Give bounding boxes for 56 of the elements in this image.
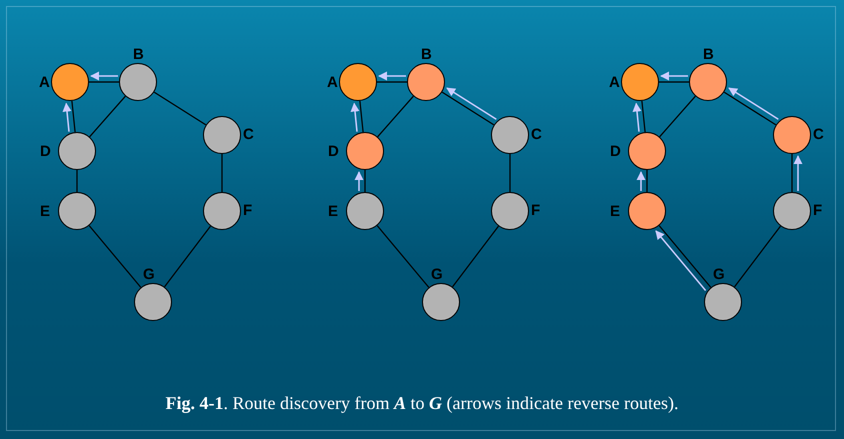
node-label: A [327, 75, 338, 91]
link-line [154, 92, 206, 126]
link-line [509, 154, 511, 192]
node-label: D [610, 144, 621, 160]
node-label: E [610, 204, 620, 220]
link-line [364, 170, 366, 192]
node-label: E [328, 204, 338, 220]
node-label: D [328, 144, 339, 160]
node-label: G [431, 267, 443, 283]
node-label: D [40, 144, 51, 160]
reverse-route-arrow [378, 72, 406, 80]
link-line [734, 226, 781, 288]
link-line [377, 81, 407, 83]
figure-caption: Fig. 4-1. Route discovery from A to G (arrows indicate reverse routes). [166, 393, 678, 414]
node-label: C [531, 127, 542, 143]
node-label: F [813, 203, 822, 219]
link-line [452, 226, 499, 288]
reverse-route-arrow [794, 155, 802, 191]
link-line [88, 225, 142, 288]
link-line [791, 154, 793, 192]
node-label: F [531, 203, 540, 219]
reverse-route-arrow [446, 87, 497, 120]
reverse-route-arrow [632, 102, 642, 132]
link-line [376, 225, 430, 288]
link-line [646, 170, 648, 192]
link-line [89, 81, 119, 83]
link-line [442, 92, 494, 126]
reverse-route-arrow [350, 102, 360, 132]
reverse-route-arrow [62, 102, 72, 132]
link-line [377, 96, 414, 138]
link-line [71, 100, 76, 132]
node-label: B [133, 47, 144, 63]
reverse-route-arrow [354, 171, 364, 191]
link-line [659, 81, 689, 83]
node-label: A [39, 75, 50, 91]
link-line [659, 96, 696, 138]
link-line [164, 226, 211, 288]
node-label: B [703, 47, 714, 63]
reverse-route-arrow [660, 72, 688, 80]
reverse-route-arrow [90, 72, 118, 80]
node-label: G [143, 267, 155, 283]
link-line [76, 170, 78, 192]
link-line [221, 154, 223, 192]
link-line [641, 100, 646, 132]
node-label: B [421, 47, 432, 63]
node-label: G [713, 267, 725, 283]
reverse-route-arrow [636, 171, 646, 191]
link-line [359, 100, 364, 132]
node-label: F [243, 203, 252, 219]
node-label: C [813, 127, 824, 143]
node-label: A [609, 75, 620, 91]
link-line [89, 96, 126, 138]
node-label: C [243, 127, 254, 143]
node-label: E [40, 204, 50, 220]
reverse-route-arrow [728, 87, 779, 120]
link-line [724, 92, 776, 126]
